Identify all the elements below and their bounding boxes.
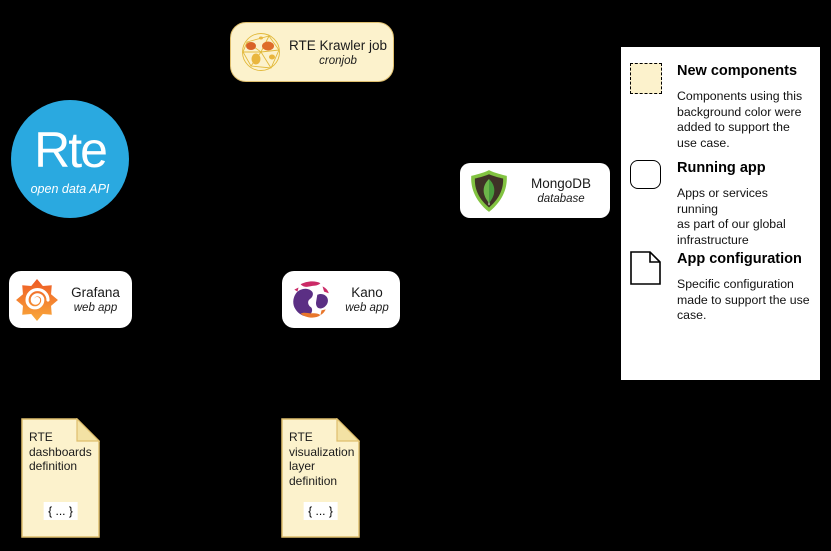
legend-panel: New components Components using this bac… — [621, 47, 820, 380]
node-rte-krawler-job: RTE Krawler job cronjob — [230, 22, 394, 82]
doc-title: RTE visualization layer definition — [289, 430, 355, 488]
document-shape-icon — [21, 418, 100, 538]
mongodb-subtitle: database — [537, 193, 585, 205]
document-shape-icon — [281, 418, 360, 538]
mongodb-label-group: MongoDB database — [512, 175, 610, 206]
doc-rte-visualization-layer-definition: RTE visualization layer definition { ...… — [281, 418, 360, 538]
legend-item-app-configuration: App configuration Specific configuration… — [630, 251, 812, 324]
mongodb-title: MongoDB — [530, 176, 592, 191]
grafana-flame-spiral-icon — [16, 278, 58, 321]
node-kano: Kano web app — [282, 271, 400, 328]
krawler-globe-icon — [242, 33, 280, 71]
grafana-subtitle: web app — [73, 302, 118, 314]
legend-description: Specific configuration made to support t… — [677, 277, 810, 322]
doc-json-snippet: { ... } — [303, 502, 338, 520]
legend-heading: New components — [677, 63, 798, 79]
node-grafana: Grafana web app — [9, 271, 132, 328]
kano-label-group: Kano web app — [334, 284, 400, 315]
grafana-label-group: Grafana web app — [59, 284, 132, 315]
krawler-title: RTE Krawler job — [288, 37, 388, 53]
doc-rte-dashboards-definition: RTE dashboards definition { ... } — [21, 418, 100, 538]
rte-logo-text: Rte — [34, 121, 108, 178]
kano-subtitle: web app — [345, 302, 389, 314]
kano-title: Kano — [351, 285, 383, 300]
legend-item-running-app: Running app Apps or services running as … — [630, 160, 812, 248]
legend-description: Apps or services running as part of our … — [677, 186, 786, 247]
doc-json-snippet: { ... } — [43, 502, 78, 520]
app-configuration-doc-icon — [630, 251, 661, 285]
legend-item-new-components: New components Components using this bac… — [630, 63, 812, 151]
node-mongodb: MongoDB database — [460, 163, 610, 218]
krawler-subtitle: cronjob — [319, 54, 357, 67]
legend-heading: App configuration — [677, 251, 802, 267]
doc-title: RTE dashboards definition — [29, 430, 92, 473]
running-app-swatch — [630, 160, 661, 189]
new-component-swatch — [630, 63, 662, 94]
mongodb-leaf-shield-icon — [471, 169, 507, 212]
krawler-label-group: RTE Krawler job cronjob — [283, 37, 393, 68]
legend-heading: Running app — [677, 160, 766, 176]
rte-subtitle: open data API — [30, 181, 110, 196]
grafana-title: Grafana — [71, 285, 120, 300]
kano-globe-icon — [290, 279, 330, 320]
legend-description: Components using this background color w… — [677, 89, 803, 150]
node-rte-open-data-api: Rte open data API — [11, 100, 129, 218]
